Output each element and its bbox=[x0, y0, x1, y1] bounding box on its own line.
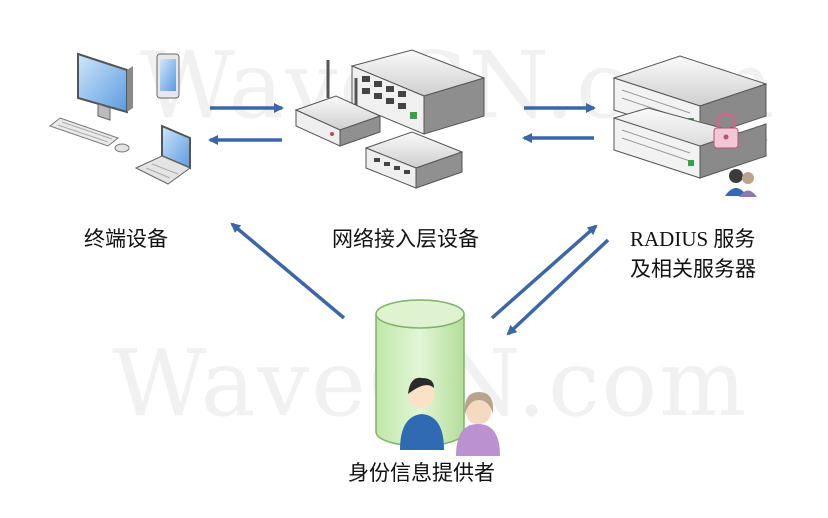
arrows bbox=[208, 103, 610, 336]
identity-provider-label: 身份信息提供者 bbox=[348, 461, 495, 485]
network-access-device-label: 网络接入层设备 bbox=[332, 227, 479, 251]
person-icon bbox=[400, 377, 444, 450]
person-icon bbox=[456, 392, 500, 456]
users-icon bbox=[725, 169, 757, 197]
radius-server-label-line2: 及相关服务器 bbox=[630, 257, 756, 281]
terminal-device-label: 终端设备 bbox=[84, 227, 168, 251]
arrow-identity-to-radius bbox=[490, 224, 598, 320]
radius-server-label-line1: RADIUS 服务 bbox=[630, 227, 756, 251]
lock-icon bbox=[713, 112, 739, 149]
arrow-radius-to-identity bbox=[506, 238, 610, 336]
identity-provider-icon bbox=[375, 299, 500, 456]
radius-server-icon bbox=[612, 55, 768, 197]
arrow-identity-to-terminal bbox=[230, 222, 346, 320]
network-access-device-icon bbox=[294, 49, 486, 189]
terminal-device-icon bbox=[48, 52, 192, 185]
